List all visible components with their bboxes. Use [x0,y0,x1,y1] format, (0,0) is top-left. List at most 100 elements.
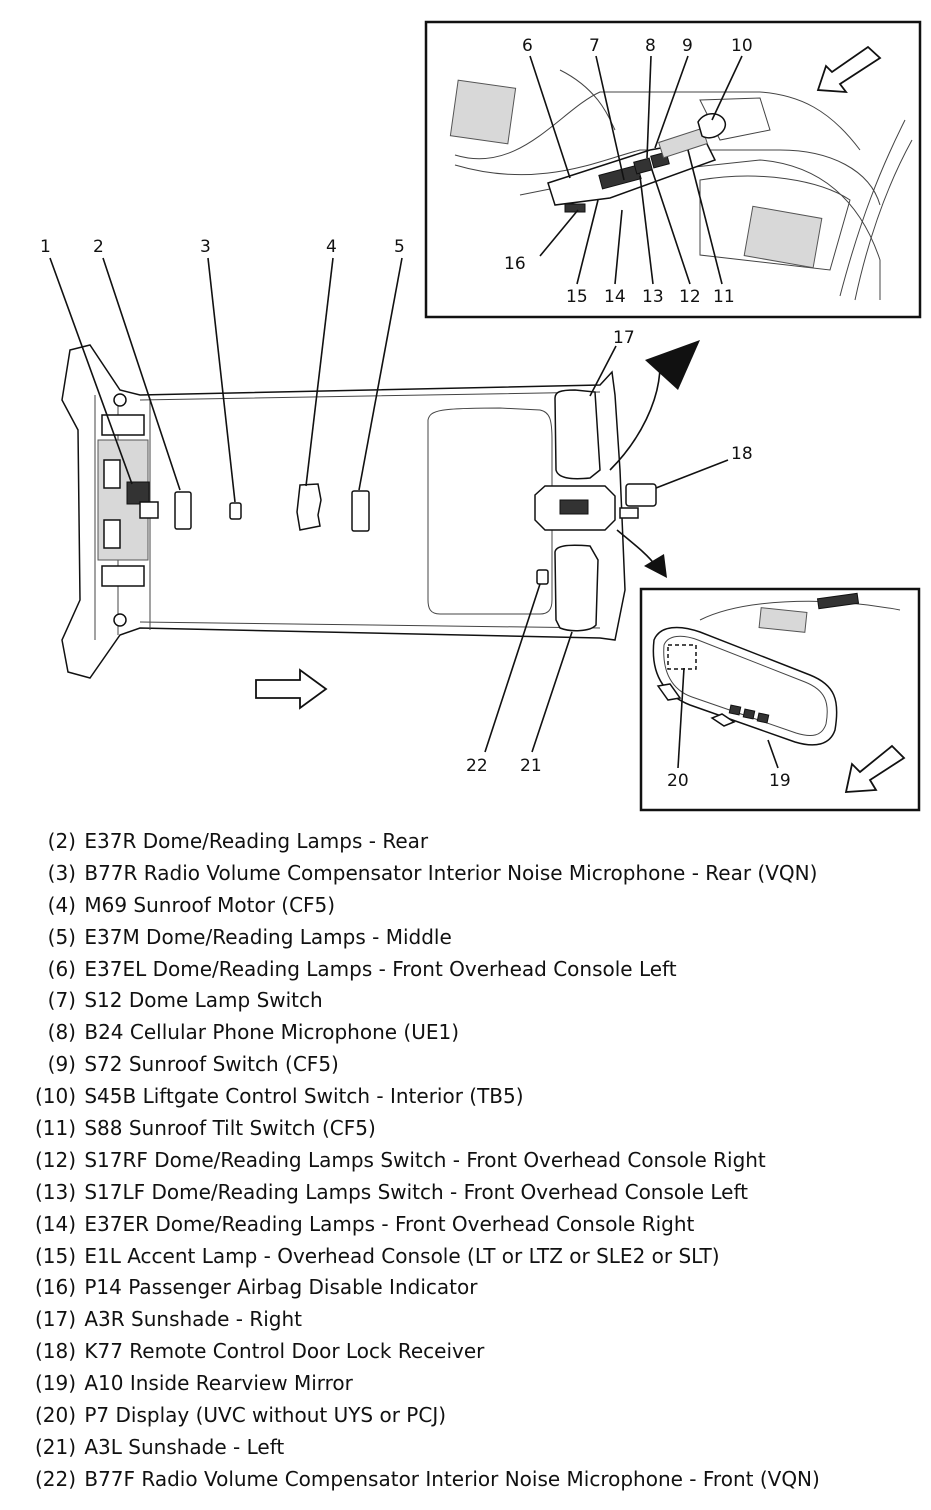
callout-7: 7 [589,36,600,56]
legend-number: (2) [47,829,76,853]
legend-text: A10 Inside Rearview Mirror [84,1371,353,1396]
legend-text: E37EL Dome/Reading Lamps - Front Overhea… [84,956,677,981]
legend-number: (16) [34,1275,76,1300]
legend-number: (7) [47,988,76,1013]
callout-8: 8 [645,36,656,56]
legend-text: M69 Sunroof Motor (CF5) [84,892,336,917]
legend-number: (14) [34,1211,76,1236]
legend-number: (12) [34,1147,76,1172]
legend-item: (10) S45B Liftgate Control Switch - Inte… [24,1081,924,1113]
callout-3: 3 [200,237,211,257]
callout-12: 12 [679,287,701,307]
legend-text: E1L Accent Lamp - Overhead Console (LT o… [84,1243,720,1268]
rear-noise-microphone [229,502,242,520]
legend-number: (11) [34,1116,76,1141]
legend-item: (12) S17RF Dome/Reading Lamps Switch - F… [24,1145,924,1177]
legend-item: (6) E37EL Dome/Reading Lamps - Front Ove… [24,954,924,986]
legend-text: K77 Remote Control Door Lock Receiver [84,1339,485,1364]
callout-18: 18 [731,444,753,464]
rearview-mirror-detail-view: 20 19 [639,587,921,812]
legend-item: (15) E1L Accent Lamp - Overhead Console … [24,1241,924,1273]
callout-14: 14 [604,287,626,307]
legend-number: (5) [47,924,76,949]
callout-4: 4 [326,237,337,257]
callout-15: 15 [566,287,588,307]
sunroof-motor [296,483,322,531]
legend-text: E37R Dome/Reading Lamps - Rear [84,829,429,853]
legend-text: S72 Sunroof Switch (CF5) [84,1052,339,1077]
headliner-overview: 1 2 3 4 5 17 18 22 21 [40,237,753,776]
legend-number: (9) [47,1052,76,1077]
legend-item: (16) P14 Passenger Airbag Disable Indica… [24,1272,924,1304]
callout-16: 16 [504,254,526,274]
legend-number: (17) [34,1307,76,1332]
legend-text: B77F Radio Volume Compensator Interior N… [84,1466,820,1491]
callout-10: 10 [731,36,753,56]
legend-item: (17) A3R Sunshade - Right [24,1304,924,1336]
legend-item: (22) B77F Radio Volume Compensator Inter… [24,1464,924,1496]
legend-item: (20) P7 Display (UVC without UYS or PCJ) [24,1400,924,1432]
legend-text: P7 Display (UVC without UYS or PCJ) [84,1403,447,1428]
legend-number: (19) [34,1371,76,1396]
callout-6: 6 [522,36,533,56]
callout-5: 5 [394,237,405,257]
legend-item: (18) K77 Remote Control Door Lock Receiv… [24,1336,924,1368]
legend-number: (20) [34,1403,76,1428]
legend-number: (10) [34,1084,76,1109]
legend-number: (15) [34,1243,76,1268]
legend-text: E37ER Dome/Reading Lamps - Front Overhea… [84,1211,695,1236]
legend-number: (3) [47,860,76,885]
rear-dome-lamp [174,491,192,530]
legend-item: (9) S72 Sunroof Switch (CF5) [24,1049,924,1081]
callout-13: 13 [642,287,664,307]
legend-item: (7) S12 Dome Lamp Switch [24,985,924,1017]
legend-item: (19) A10 Inside Rearview Mirror [24,1368,924,1400]
legend-item: (4) M69 Sunroof Motor (CF5) [24,890,924,922]
overhead-console-detail-view: 6 7 8 9 10 16 15 14 13 12 11 [424,20,922,319]
callout-9: 9 [682,36,693,56]
headliner-component-diagram: 6 7 8 9 10 16 15 14 13 12 11 [40,20,922,812]
legend-item: (21) A3L Sunshade - Left [24,1432,924,1464]
callout-17: 17 [613,328,635,348]
callout-21: 21 [520,756,542,776]
legend-item: (5) E37M Dome/Reading Lamps - Middle [24,922,924,954]
legend-text: E37M Dome/Reading Lamps - Middle [84,924,452,949]
legend-text: B24 Cellular Phone Microphone (UE1) [84,1020,460,1045]
legend-item: (11) S88 Sunroof Tilt Switch (CF5) [24,1113,924,1145]
callout-11: 11 [713,287,735,307]
legend-number: (22) [34,1466,76,1491]
legend-number: (21) [34,1434,76,1459]
callout-2: 2 [93,237,104,257]
legend-item: (2) E37R Dome/Reading Lamps - Rear [24,826,924,858]
legend-number: (13) [34,1179,76,1204]
legend-text: S17RF Dome/Reading Lamps Switch - Front … [84,1147,766,1172]
legend-number: (8) [47,1020,76,1045]
legend-item: (14) E37ER Dome/Reading Lamps - Front Ov… [24,1209,924,1241]
right-sunshade [554,389,601,480]
legend-item: (3) B77R Radio Volume Compensator Interi… [24,858,924,890]
legend-text: A3R Sunshade - Right [84,1307,303,1332]
legend-number: (6) [47,956,76,981]
callout-20: 20 [667,771,689,791]
mirror-display-area [667,644,697,670]
legend-text: S45B Liftgate Control Switch - Interior … [84,1084,524,1109]
legend-text: S12 Dome Lamp Switch [84,988,323,1013]
front-noise-microphone [536,569,549,585]
callout-22: 22 [466,756,488,776]
component-legend: (2) E37R Dome/Reading Lamps - Rear (3) B… [24,826,924,1496]
legend-item: (13) S17LF Dome/Reading Lamps Switch - F… [24,1177,924,1209]
middle-dome-lamp [351,490,370,532]
callout-1: 1 [40,237,51,257]
legend-text: S88 Sunroof Tilt Switch (CF5) [84,1116,376,1141]
left-sunshade [554,544,599,632]
legend-item: (8) B24 Cellular Phone Microphone (UE1) [24,1017,924,1049]
legend-text: B77R Radio Volume Compensator Interior N… [84,860,818,885]
legend-text: A3L Sunshade - Left [84,1434,285,1459]
forward-direction-arrow [255,668,328,710]
legend-text: S17LF Dome/Reading Lamps Switch - Front … [84,1179,748,1204]
callout-19: 19 [769,771,791,791]
door-lock-receiver [625,483,657,507]
legend-text: P14 Passenger Airbag Disable Indicator [84,1275,478,1300]
legend-number: (18) [34,1339,76,1364]
legend-number: (4) [47,892,76,917]
